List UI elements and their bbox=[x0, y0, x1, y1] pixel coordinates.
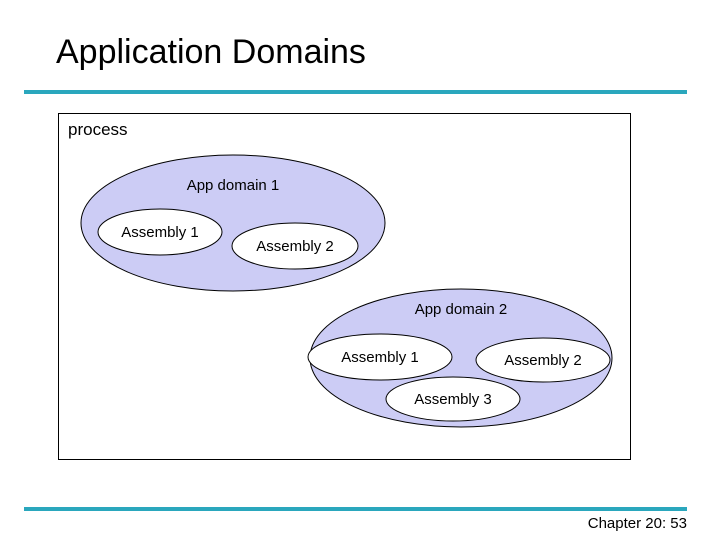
app-domain-2-assembly-3-ellipse[interactable] bbox=[385, 376, 521, 422]
app-domain-1-label: App domain 1 bbox=[187, 177, 280, 194]
title-divider-rule bbox=[24, 90, 687, 94]
footer-divider-rule bbox=[24, 507, 687, 511]
app-domain-2-assembly-1-ellipse[interactable] bbox=[307, 333, 453, 381]
app-domain-2-assembly-1-label: Assembly 1 bbox=[341, 349, 419, 366]
footer-chapter-label: Chapter 20: 53 bbox=[587, 515, 687, 532]
domains-svg-layer: App domain 1 Assembly 1 Assembly 2 App d… bbox=[80, 154, 613, 428]
process-label: process bbox=[68, 120, 128, 139]
app-domain-2-assembly-2-label: Assembly 2 bbox=[504, 352, 582, 369]
app-domain-2-label: App domain 2 bbox=[415, 301, 508, 318]
page-title: Application Domains bbox=[56, 33, 366, 71]
app-domain-2-assembly-2-ellipse[interactable] bbox=[475, 337, 611, 383]
app-domain-1-assembly-1-ellipse[interactable] bbox=[97, 208, 223, 256]
app-domain-2-assembly-3-label: Assembly 3 bbox=[414, 391, 492, 408]
application-domains-diagram: process App domain 1 Assembly 1 Assembly… bbox=[58, 113, 633, 462]
app-domain-1-assembly-1-label: Assembly 1 bbox=[121, 224, 199, 241]
app-domain-1-assembly-2-ellipse[interactable] bbox=[231, 222, 359, 270]
app-domain-1-assembly-2-label: Assembly 2 bbox=[256, 238, 334, 255]
